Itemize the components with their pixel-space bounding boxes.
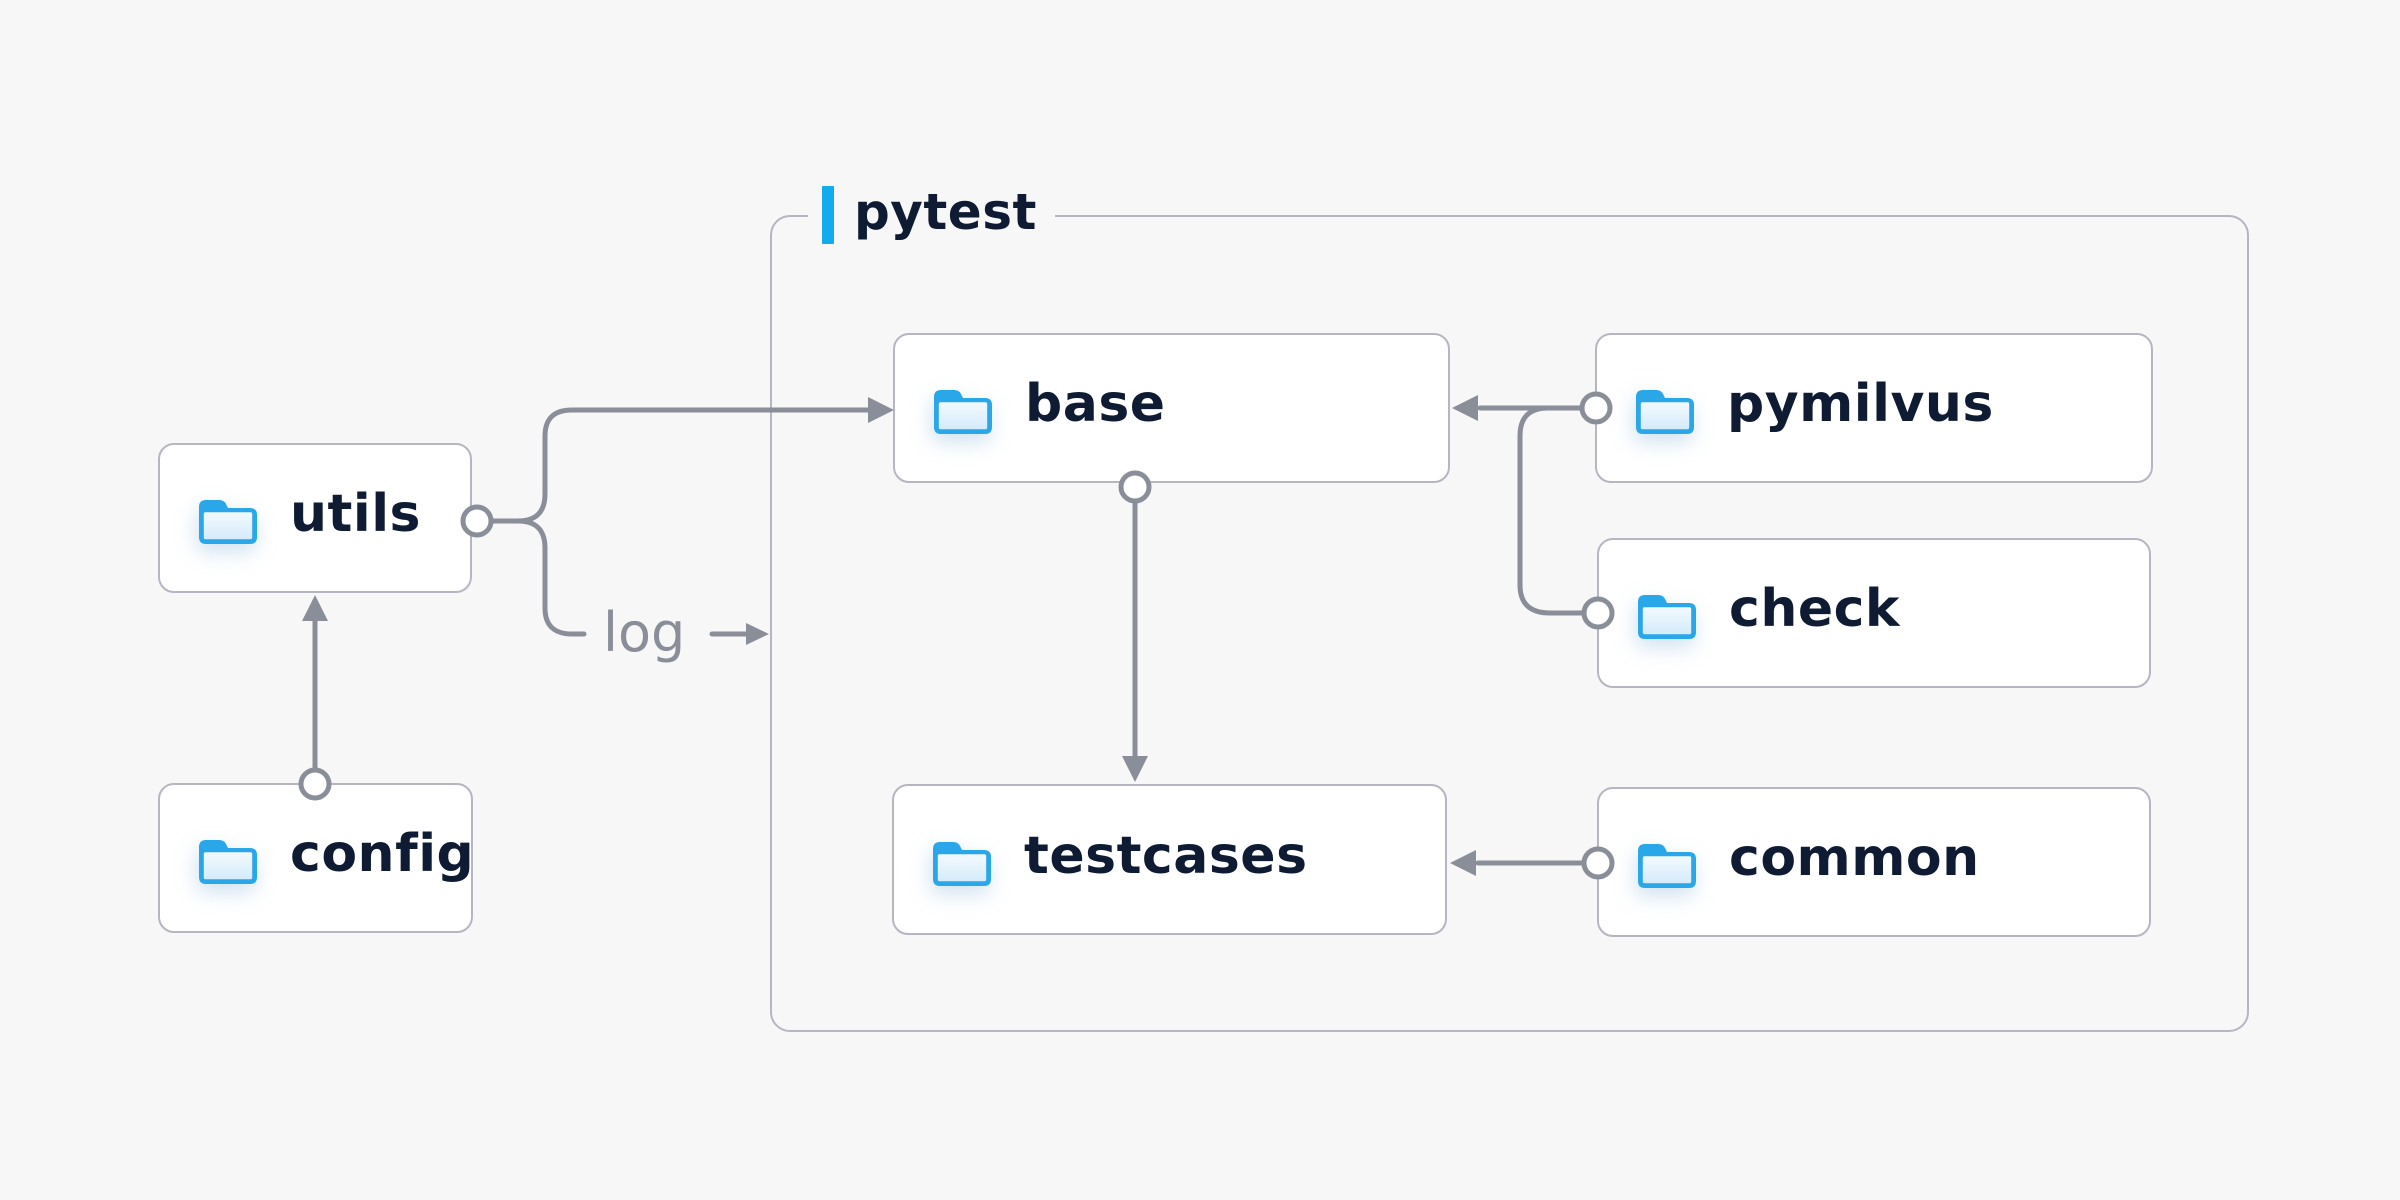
node-common: common [1597, 787, 2151, 937]
node-utils: utils [158, 443, 472, 593]
node-check: check [1597, 538, 2151, 688]
folder-icon [1638, 595, 1696, 639]
node-label: testcases [1024, 825, 1308, 886]
folder-icon [1638, 844, 1696, 888]
folder-icon [199, 840, 257, 884]
node-pymilvus: pymilvus [1595, 333, 2153, 483]
node-config: config [158, 783, 475, 933]
folder-icon [1636, 390, 1694, 434]
folder-icon [199, 500, 257, 544]
node-label: common [1729, 828, 1980, 888]
edge-utils-log [488, 518, 587, 637]
node-label: config [290, 824, 475, 884]
node-label: utils [290, 484, 421, 544]
pytest-container-label: pytest [808, 184, 1055, 246]
node-base: base [893, 333, 1450, 483]
pytest-label-text: pytest [854, 183, 1037, 241]
pytest-container [770, 215, 2249, 1032]
node-label: base [1025, 374, 1166, 434]
edge-label-log: log [603, 601, 686, 664]
edge-log-container [709, 623, 769, 645]
edge-config-utils [302, 595, 328, 773]
folder-icon [933, 841, 991, 886]
node-label: pymilvus [1727, 374, 1994, 434]
node-label: check [1729, 579, 1901, 639]
folder-icon [934, 390, 992, 434]
accent-bar-icon [822, 186, 834, 244]
node-testcases: testcases [892, 784, 1447, 935]
